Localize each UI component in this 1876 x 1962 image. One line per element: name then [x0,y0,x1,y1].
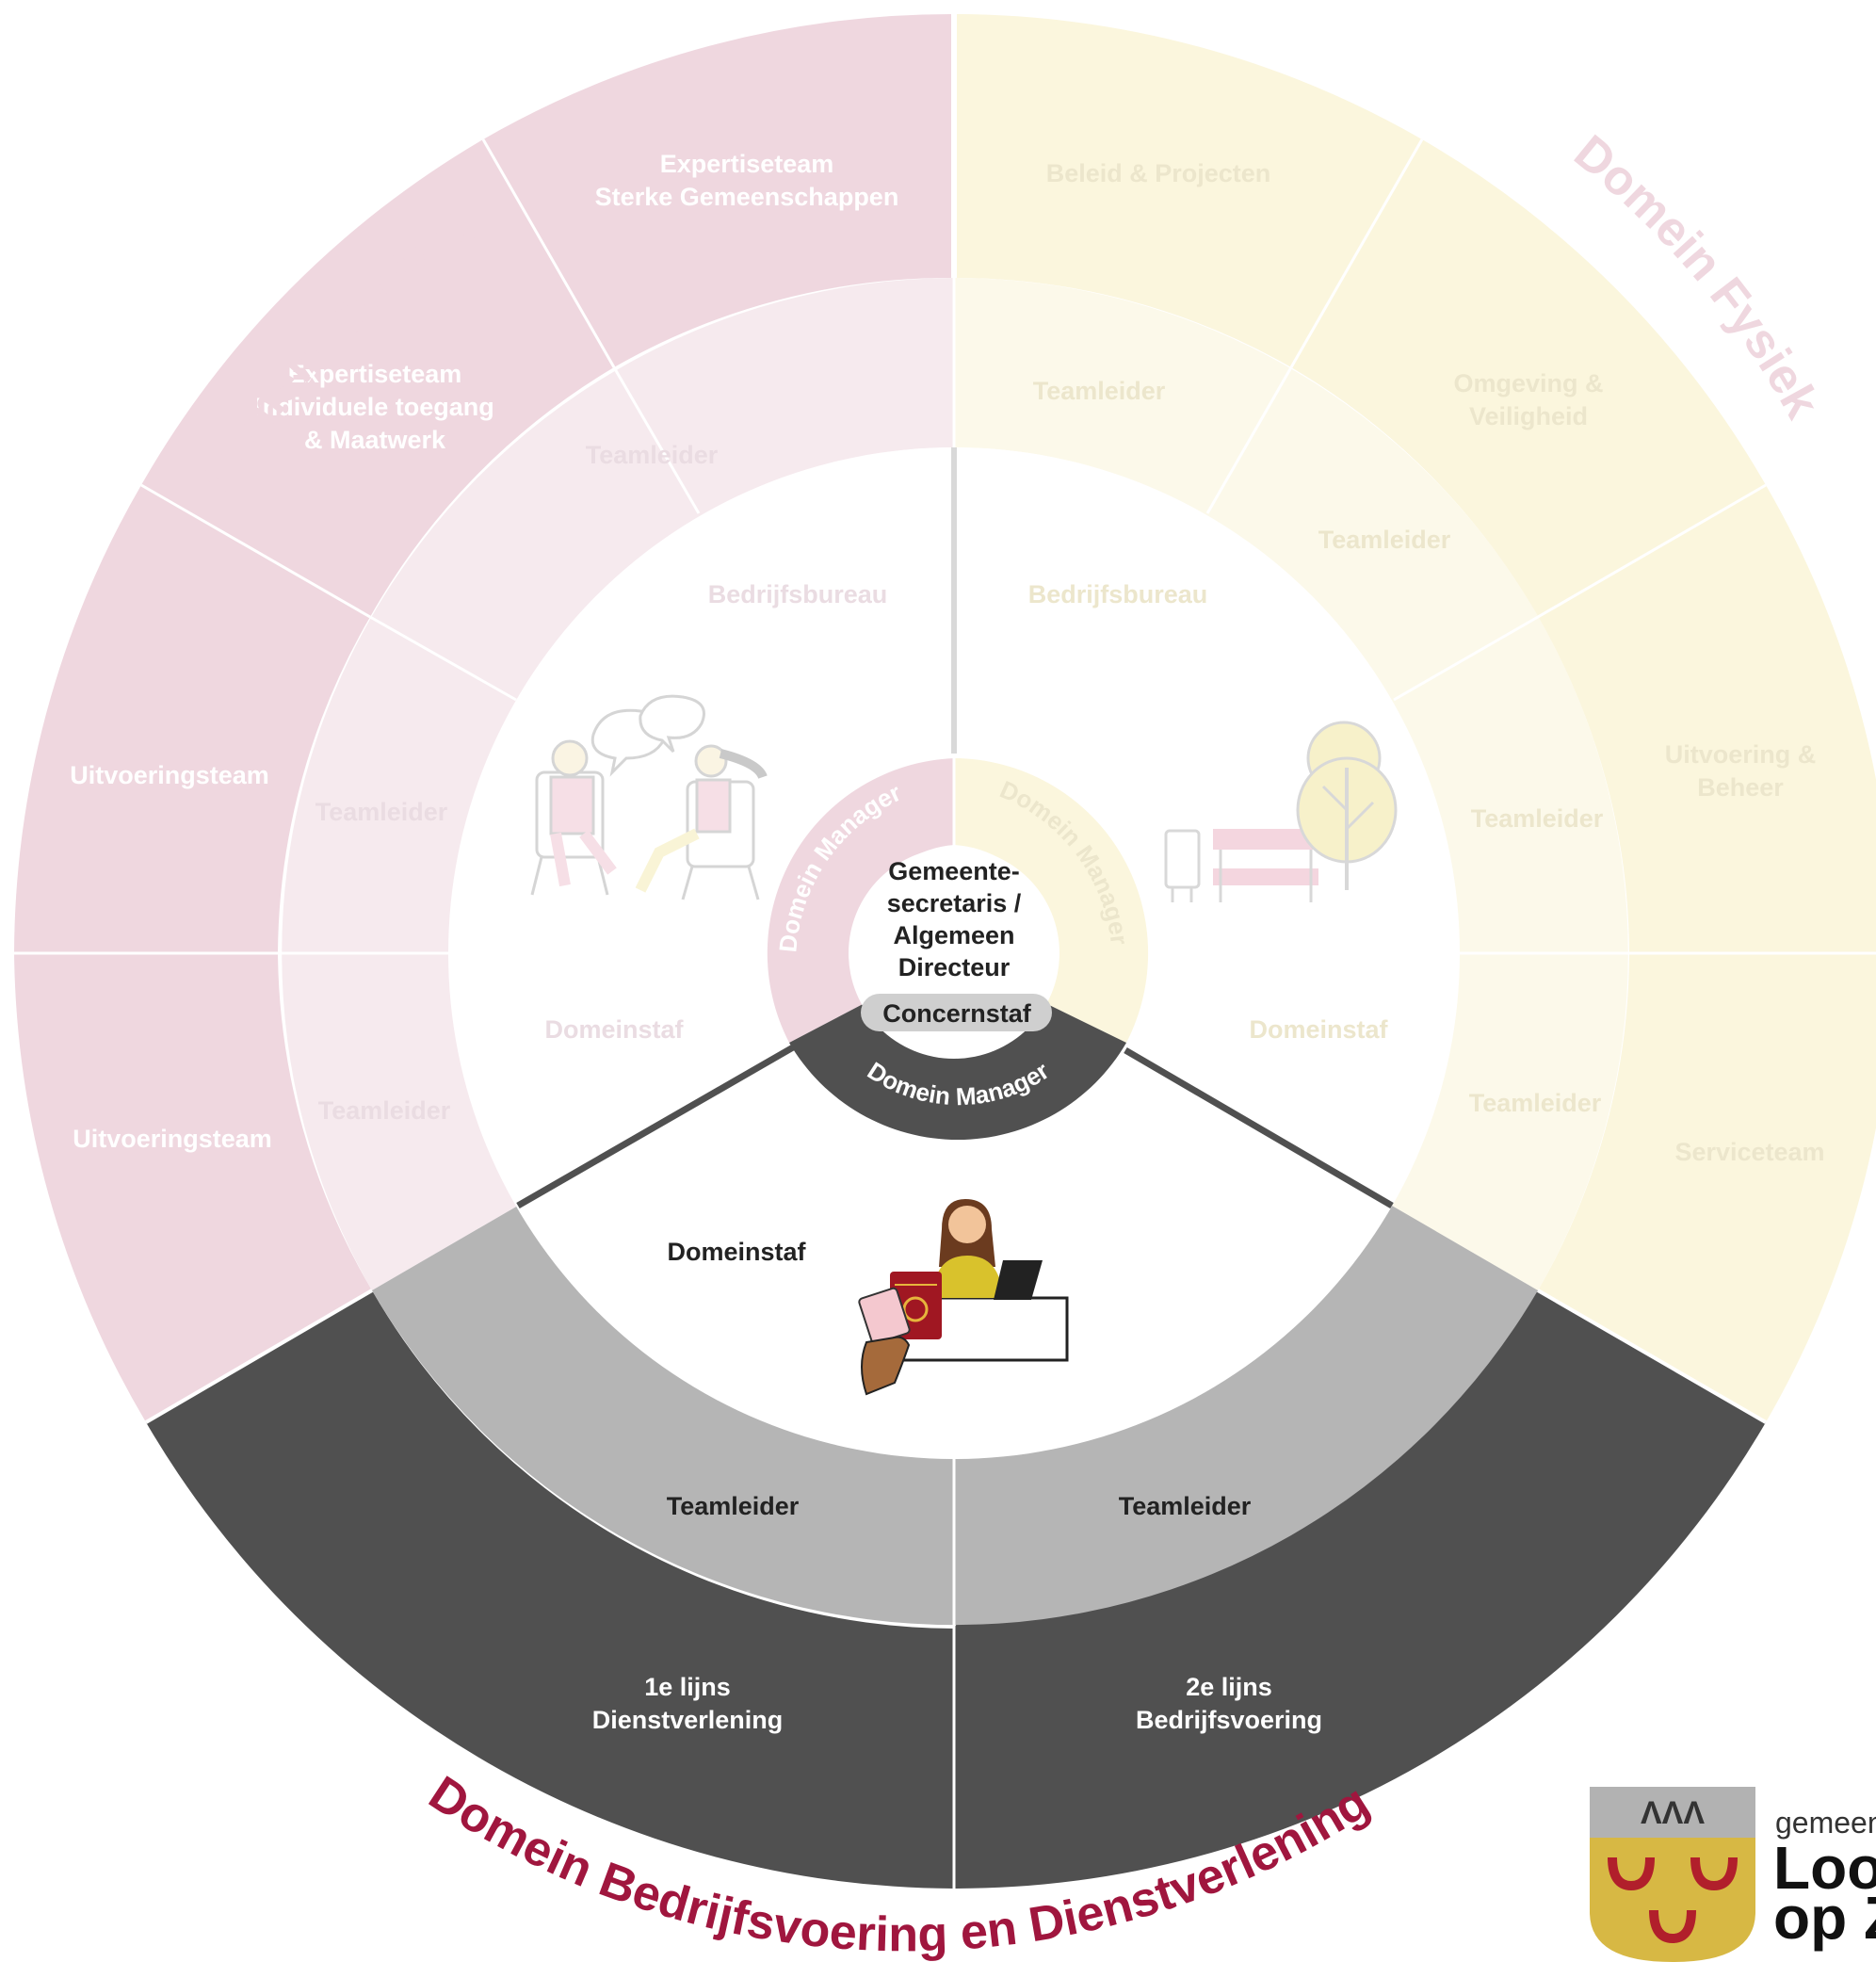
bureau-sociaal: Bedrijfsbureau [708,580,888,608]
logo-line-2: op Z [1773,1884,1876,1952]
desk-reception-icon [858,1199,1069,1396]
concernstaf-pill [861,994,1052,1031]
inner-labels: Bedrijfsbureau Bedrijfsbureau Domeinstaf… [544,580,1388,1266]
ring-teamleider-sociaal [282,278,954,1290]
label-sociaal-t2-c: & Maatwerk [304,426,446,454]
teamleider-fysiek-4: Teamleider [1469,1089,1602,1117]
label-sociaal-t3: Uitvoeringsteam [70,761,269,789]
staf-sociaal: Domeinstaf [544,1015,684,1044]
dm-fysiek-segment [954,758,1149,1043]
sector-bedrijfsvoering-t1 [146,1290,954,1889]
sector-fysiek-t3 [1538,485,1876,953]
logo-prefix: gemeen [1775,1806,1876,1840]
teamleider-fysiek-3: Teamleider [1471,804,1604,833]
label-sociaal-t1-b: Sterke Gemeenschappen [595,183,899,211]
teamleider-labels: Teamleider Teamleider Teamleider Teamlei… [315,377,1604,1520]
dm-bedrijfsvoering-segment [789,1002,1126,1141]
separator-bottom-right [1536,1289,1768,1424]
ring-teamleider-bedrijfsvoering [372,1206,1538,1626]
sector-fysiek-t4 [1538,953,1876,1422]
center-labels: Gemeente- secretaris / Algemeen Directeu… [861,857,1052,1031]
teamleider-sociaal-1: Teamleider [586,441,719,469]
sector-fysiek-t1 [957,14,1422,367]
middle-ring [282,278,1628,1626]
center-line-4: Directeur [898,953,1011,981]
label-fysiek-t2-a: Omgeving & [1453,369,1603,397]
label-sociaal-t2-a: Expertiseteam [288,360,462,388]
label-fysiek-t2-b: Veiligheid [1469,402,1588,430]
inner-divider-right [1124,1046,1394,1209]
label-fysiek-t3-a: Uitvoering & [1665,740,1817,769]
label-fysiek-t4: Serviceteam [1674,1138,1824,1166]
center-line-2: secretaris / [887,889,1022,917]
sector-sociaal-t2 [141,139,614,617]
concernstaf-label: Concernstaf [882,999,1032,1028]
staf-fysiek: Domeinstaf [1249,1015,1388,1044]
label-sociaal-t1-a: Expertiseteam [660,150,834,178]
inner-divider-left [516,1044,795,1209]
label-fysiek-t1: Beleid & Projecten [1046,159,1271,187]
center-line-1: Gemeente- [888,857,1020,885]
label-bedrijfsvoering-t2-b: Bedrijfsvoering [1136,1706,1322,1734]
label-bedrijfsvoering-t2-a: 2e lijns [1186,1673,1272,1701]
sector-sociaal-t1 [483,14,951,367]
teamleider-bedrijfsvoering-2: Teamleider [1119,1492,1252,1520]
staf-bedrijfsvoering: Domeinstaf [667,1238,806,1266]
label-fysiek-t3-b: Beheer [1697,773,1784,802]
sector-sociaal-t4 [14,953,372,1422]
separator-bottom-left [144,1289,374,1424]
fysiek-team-labels: Beleid & Projecten Omgeving & Veiligheid… [1046,159,1825,1166]
svg-text:ΛΛΛ: ΛΛΛ [1641,1795,1705,1831]
label-sociaal-t4: Uitvoeringsteam [73,1125,272,1153]
bedrijfsvoering-team-labels: 1e lijns Dienstverlening 2e lijns Bedrij… [592,1673,1322,1734]
center-line-3: Algemeen [893,921,1014,949]
teamleider-sociaal-3: Teamleider [318,1096,451,1125]
teamleider-fysiek-1: Teamleider [1033,377,1166,405]
separators [14,9,1876,1893]
sociaal-team-labels: Expertiseteam Sterke Gemeenschappen Expe… [70,150,898,1153]
dm-sociaal-segment [767,758,954,1043]
park-bench-tree-icon [1164,721,1398,902]
domain-manager-ring [767,758,1149,1141]
label-bedrijfsvoering-t1-b: Dienstverlening [592,1706,784,1734]
teamleider-bedrijfsvoering-1: Teamleider [667,1492,800,1520]
teamleider-sociaal-2: Teamleider [315,798,448,826]
label-sociaal-t2-b: Individuele toegang [255,393,494,421]
label-bedrijfsvoering-t1-a: 1e lijns [644,1673,731,1701]
ring-teamleider-fysiek [954,278,1628,1290]
logo-line-1: Loo [1773,1834,1876,1902]
municipal-crest-icon: ΛΛΛ [1590,1787,1755,1962]
sector-sociaal-t3 [14,485,370,953]
people-talking-icon [530,694,768,900]
bureau-fysiek: Bedrijfsbureau [1028,580,1208,608]
teamleider-fysiek-2: Teamleider [1318,526,1451,554]
sector-fysiek-t2 [1291,139,1766,617]
